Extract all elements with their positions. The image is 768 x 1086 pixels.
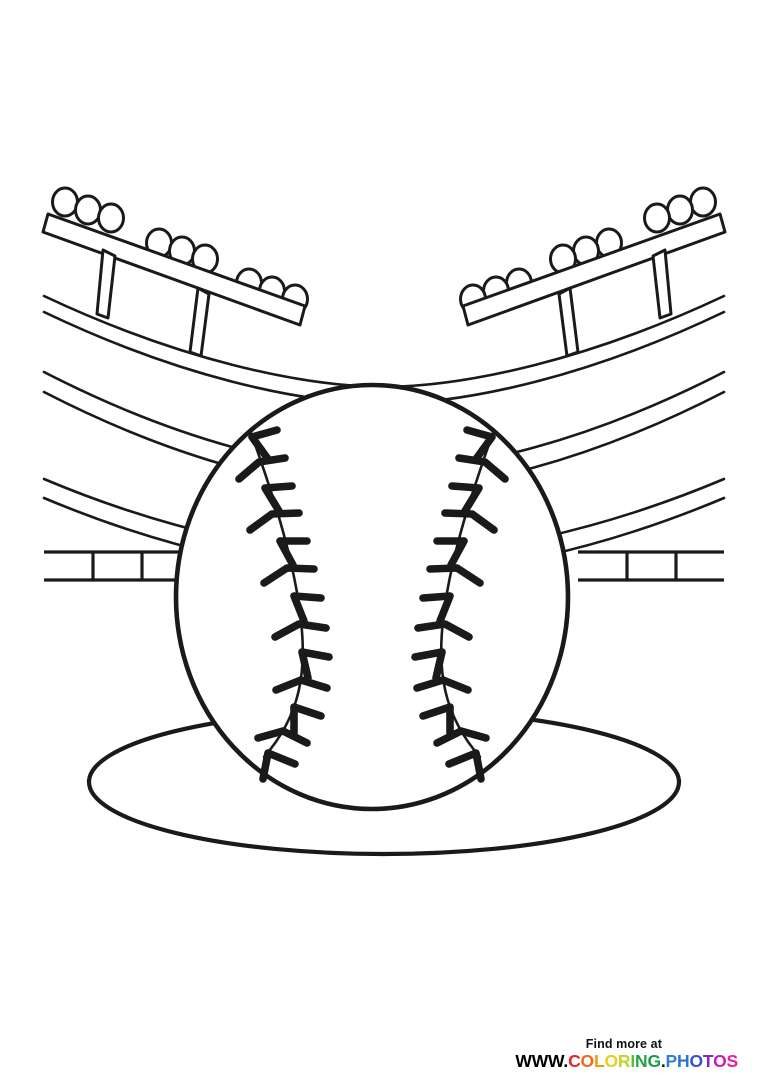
seam-stitches-left (235, 426, 333, 783)
stitch (463, 426, 496, 463)
url-letter: G (647, 1051, 661, 1072)
url-letter: I (630, 1051, 635, 1072)
stitch (445, 749, 485, 783)
bulb (643, 202, 671, 234)
stitch (248, 426, 281, 463)
stitch (259, 749, 299, 783)
baseball-seam-left (235, 426, 333, 783)
url-letter: L (593, 1051, 605, 1072)
url-letter: P (665, 1051, 678, 1072)
stitch (290, 592, 325, 625)
stitch (419, 703, 454, 737)
find-more-label: Find more at (585, 1037, 662, 1052)
right-floodlight-post-inner (557, 286, 580, 358)
stitch (246, 509, 303, 534)
bulb (97, 202, 125, 234)
stitch (455, 454, 509, 483)
right-floodlight-post-outer (651, 248, 673, 320)
url-letter: T (702, 1051, 714, 1072)
stitch (414, 620, 473, 641)
tier-line-1a (42, 294, 726, 389)
stitch (426, 564, 484, 587)
left-floodlight (41, 186, 309, 358)
url-letter: S (726, 1051, 739, 1072)
outfield-fence (44, 550, 724, 582)
stitch (448, 482, 483, 515)
bulb (689, 186, 717, 218)
url-letter: C (568, 1051, 581, 1072)
right-floodlight-bar (461, 212, 727, 327)
stitch (261, 482, 296, 515)
left-floodlight-bar (41, 212, 307, 327)
stitch (272, 676, 331, 694)
left-floodlight-post-outer (95, 248, 117, 320)
stitch (419, 592, 454, 625)
stitch (290, 703, 325, 737)
url-colored-letters: COLORING.PHOTOS (568, 1051, 739, 1072)
url-letter: O (604, 1051, 618, 1072)
bulb (666, 194, 694, 226)
url-letter: . (660, 1051, 666, 1072)
url-letter: O (689, 1051, 703, 1072)
stitch (298, 648, 333, 682)
url-letter: R (617, 1051, 631, 1072)
stitch (411, 648, 446, 682)
stitch (235, 454, 289, 483)
url-letter: O (580, 1051, 595, 1072)
stitch (413, 676, 472, 694)
footer-branding: Find more at WWW.COLORING.PHOTOS (515, 1037, 738, 1072)
stitch (433, 537, 468, 569)
baseball-body (173, 382, 571, 812)
website-url[interactable]: WWW.COLORING.PHOTOS (515, 1052, 738, 1072)
stitch (271, 620, 330, 641)
baseball-seam-right (411, 426, 509, 783)
url-letter: N (635, 1051, 648, 1072)
left-floodlight-post-inner (188, 286, 211, 358)
seam-stitches-right (411, 426, 509, 783)
stitch (254, 727, 311, 747)
stitch (276, 537, 311, 569)
stitch (260, 564, 318, 587)
url-prefix: WWW. (515, 1051, 569, 1072)
url-letter: H (677, 1051, 690, 1072)
stitch (441, 509, 498, 534)
stitch (433, 727, 490, 747)
url-letter: O (713, 1051, 727, 1072)
bulb (74, 194, 102, 226)
bulb (51, 186, 79, 218)
right-floodlight (459, 186, 727, 358)
